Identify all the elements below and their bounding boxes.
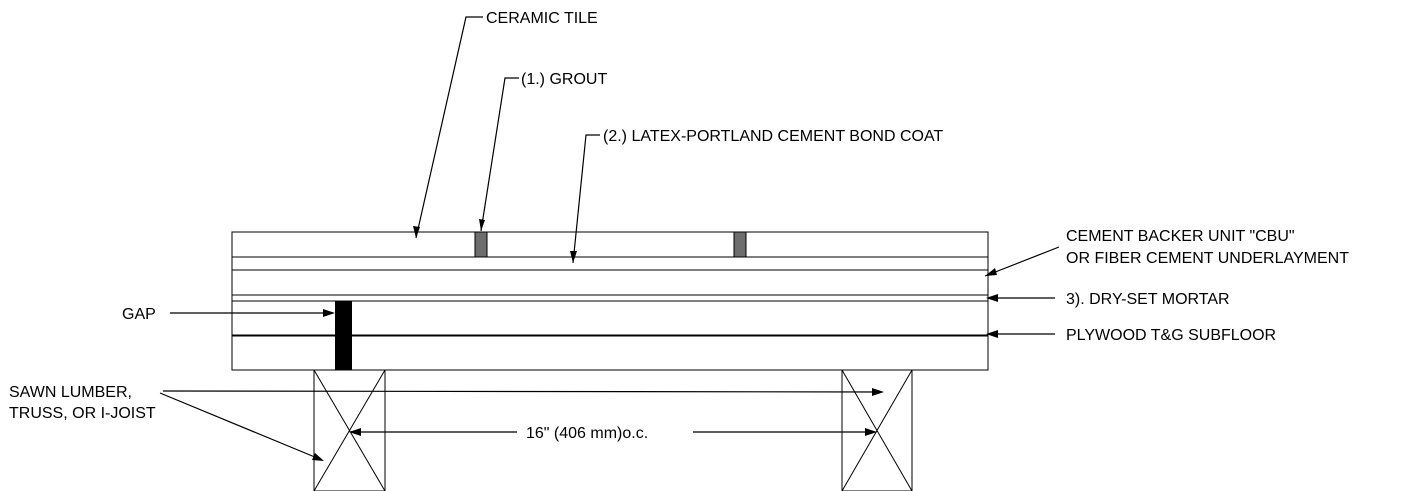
leader-cbu xyxy=(984,246,1060,277)
ceramic-tile-left xyxy=(231,231,476,258)
leader-ceramic-tile xyxy=(413,16,483,239)
joist-right xyxy=(841,369,913,491)
leader-bond-coat xyxy=(570,134,600,264)
label-spacing: 16" (406 mm)o.c. xyxy=(526,425,648,442)
joist-left xyxy=(313,369,386,491)
gap-fill xyxy=(335,301,352,370)
grout-joint-right xyxy=(733,231,747,258)
ceramic-tile-middle xyxy=(486,231,735,258)
label-lumber-line2: TRUSS, OR I-JOIST xyxy=(9,405,156,422)
label-cbu-line1: CEMENT BACKER UNIT "CBU" xyxy=(1066,228,1295,245)
dimension-spacing xyxy=(349,428,877,436)
label-mortar: 3). DRY-SET MORTAR xyxy=(1066,291,1230,308)
ceramic-tile-right xyxy=(745,231,989,258)
grout-joint-left xyxy=(474,231,488,258)
leader-plywood xyxy=(986,330,1055,338)
label-cbu-line2: OR FIBER CEMENT UNDERLAYMENT xyxy=(1066,250,1349,267)
label-plywood: PLYWOOD T&G SUBFLOOR xyxy=(1066,327,1276,344)
label-lumber-line1: SAWN LUMBER, xyxy=(9,384,132,401)
leader-gap xyxy=(170,309,335,317)
leader-mortar xyxy=(986,294,1055,302)
dry-set-mortar-layer xyxy=(231,294,989,302)
leader-grout xyxy=(479,77,519,232)
label-gap: GAP xyxy=(122,306,156,323)
bond-coat-layer xyxy=(231,256,989,271)
leader-lumber xyxy=(159,388,884,461)
label-ceramic-tile: CERAMIC TILE xyxy=(486,10,598,27)
label-grout: (1.) GROUT xyxy=(521,71,607,88)
label-bond-coat: (2.) LATEX-PORTLAND CEMENT BOND COAT xyxy=(603,128,943,145)
cbu-layer xyxy=(231,269,989,296)
